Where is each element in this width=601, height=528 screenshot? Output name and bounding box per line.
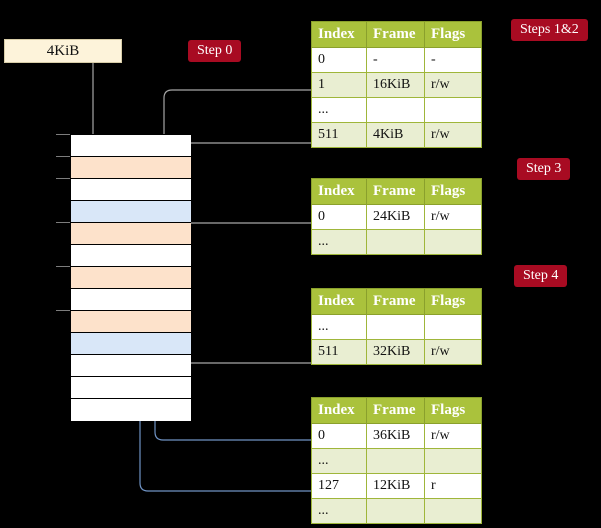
column-header-index: Index bbox=[311, 21, 367, 48]
table-cell: 4KiB bbox=[366, 122, 425, 148]
table-cell: ... bbox=[311, 448, 367, 474]
table-cell: 511 bbox=[311, 339, 367, 365]
connector-level1-row0 bbox=[176, 222, 311, 305]
memory-row-tick bbox=[56, 134, 70, 135]
table-cell: 1 bbox=[311, 72, 367, 98]
table-cell: r/w bbox=[424, 204, 482, 230]
table-cell: r/w bbox=[424, 423, 482, 449]
table-cell bbox=[424, 498, 482, 524]
column-header-flags: Flags bbox=[424, 21, 482, 48]
table-row: ... bbox=[311, 229, 482, 255]
table-cell: 0 bbox=[311, 204, 367, 230]
table-cell bbox=[424, 97, 482, 123]
connector-level0-row511 bbox=[176, 142, 311, 261]
memory-row bbox=[71, 245, 191, 267]
memory-row bbox=[71, 399, 191, 421]
table-row: ... bbox=[311, 314, 482, 340]
table-cell: r/w bbox=[424, 122, 482, 148]
column-header-index: Index bbox=[311, 288, 367, 315]
memory-row-tick bbox=[56, 222, 70, 223]
table-cell: 511 bbox=[311, 122, 367, 148]
table-cell: ... bbox=[311, 229, 367, 255]
table-cell: 36KiB bbox=[366, 423, 425, 449]
table-cell: ... bbox=[311, 314, 367, 340]
column-header-flags: Flags bbox=[424, 397, 482, 424]
column-header-index: Index bbox=[311, 178, 367, 205]
table-cell: ... bbox=[311, 97, 367, 123]
memory-row bbox=[71, 333, 191, 355]
badge-step-4: Step 4 bbox=[514, 265, 568, 287]
table-cell: r/w bbox=[424, 339, 482, 365]
table-cell bbox=[366, 448, 425, 474]
column-header-frame: Frame bbox=[366, 288, 425, 315]
memory-row bbox=[71, 179, 191, 201]
column-header-flags: Flags bbox=[424, 288, 482, 315]
table-cell: 12KiB bbox=[366, 473, 425, 499]
table-cell: - bbox=[424, 47, 482, 73]
memory-row-tick bbox=[56, 266, 70, 267]
table-cell: 127 bbox=[311, 473, 367, 499]
table-row: 0-- bbox=[311, 47, 482, 73]
table-cell bbox=[366, 498, 425, 524]
table-cell: 24KiB bbox=[366, 204, 425, 230]
table-cell: ... bbox=[311, 498, 367, 524]
table-cell: 32KiB bbox=[366, 339, 425, 365]
badge-step-0: Step 0 bbox=[188, 40, 242, 62]
column-header-frame: Frame bbox=[366, 178, 425, 205]
table-cell: 16KiB bbox=[366, 72, 425, 98]
memory-row bbox=[71, 289, 191, 311]
memory-row-tick bbox=[56, 178, 70, 179]
table-cell: 0 bbox=[311, 423, 367, 449]
memory-row bbox=[71, 201, 191, 223]
table-cell bbox=[366, 229, 425, 255]
memory-row bbox=[71, 377, 191, 399]
column-header-index: Index bbox=[311, 397, 367, 424]
table-cell bbox=[366, 314, 425, 340]
memory-row bbox=[71, 223, 191, 245]
physical-memory-column bbox=[70, 134, 191, 421]
memory-row bbox=[71, 157, 191, 179]
table-cell bbox=[424, 314, 482, 340]
table-row: ... bbox=[311, 448, 482, 474]
memory-row bbox=[71, 311, 191, 333]
memory-row bbox=[71, 135, 191, 157]
table-cell bbox=[424, 448, 482, 474]
table-cell: 0 bbox=[311, 47, 367, 73]
badge-step-3: Step 3 bbox=[517, 158, 571, 180]
column-header-frame: Frame bbox=[366, 397, 425, 424]
memory-row-tick bbox=[56, 156, 70, 157]
table-cell bbox=[424, 229, 482, 255]
table-cell: - bbox=[366, 47, 425, 73]
table-row: ... bbox=[311, 97, 482, 123]
memory-row bbox=[71, 355, 191, 377]
table-row: ... bbox=[311, 498, 482, 524]
memory-row-tick bbox=[56, 310, 70, 311]
memory-row bbox=[71, 267, 191, 289]
column-header-frame: Frame bbox=[366, 21, 425, 48]
badge-steps-1-and-2: Steps 1&2 bbox=[511, 19, 588, 41]
column-header-flags: Flags bbox=[424, 178, 482, 205]
table-cell bbox=[366, 97, 425, 123]
table-cell: r bbox=[424, 473, 482, 499]
frame-box-4kib: 4KiB bbox=[4, 39, 122, 63]
table-cell: r/w bbox=[424, 72, 482, 98]
